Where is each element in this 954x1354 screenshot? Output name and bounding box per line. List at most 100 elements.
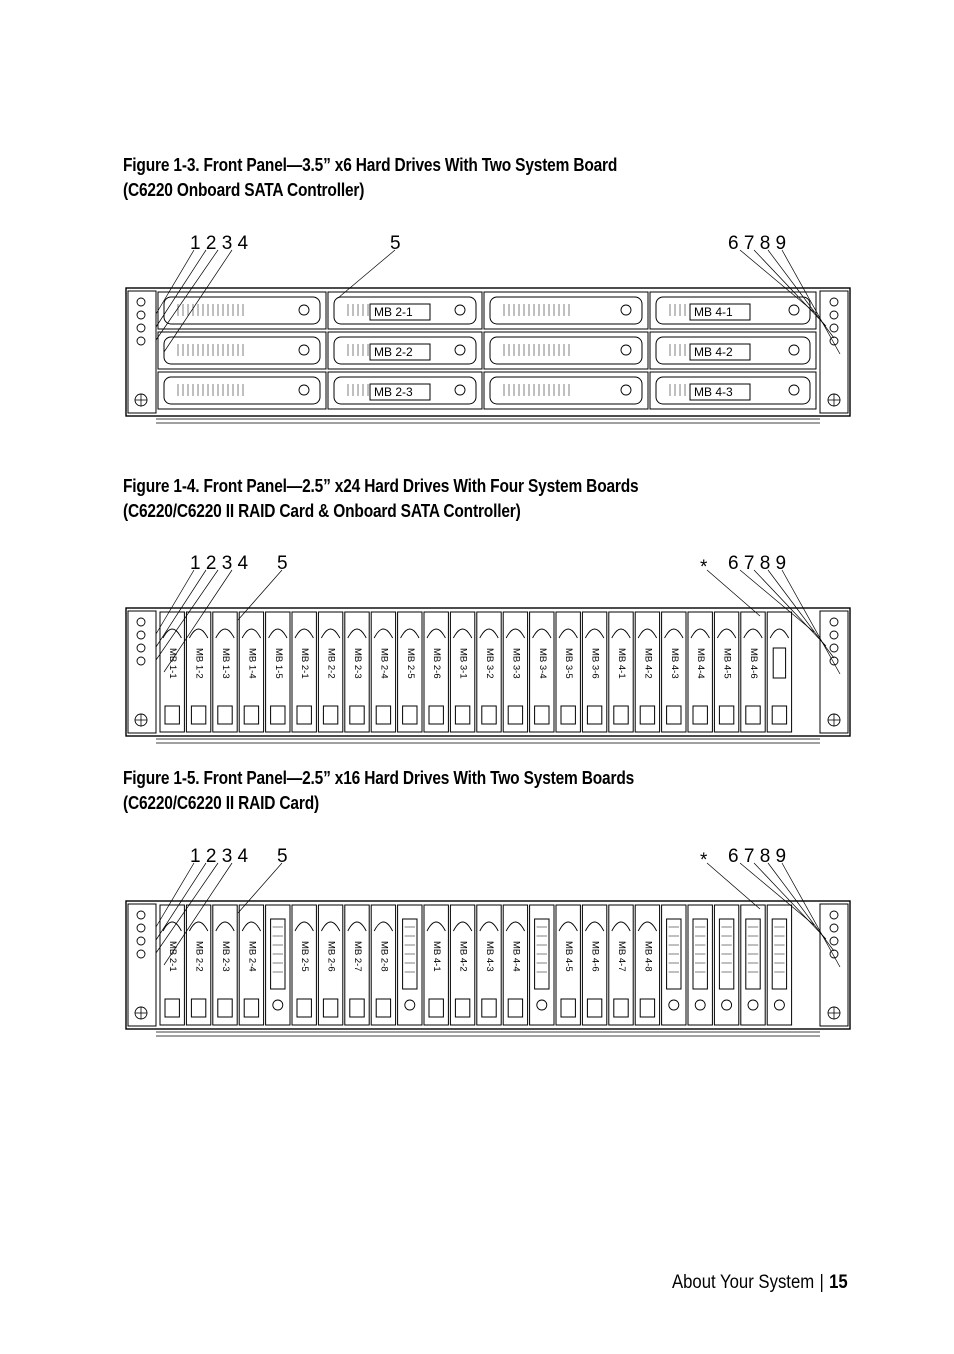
callout-leader-line: [753, 569, 827, 647]
caption-line: (C6220/C6220 II RAID Card): [123, 793, 319, 813]
front-panel-3-5in-drawing: 1 2 3 4 5 6 7 8 9 MB 2-1MB 2-2MB 2-3MB 4…: [125, 233, 851, 424]
carrier-latch: [560, 705, 576, 725]
release-latch-icon: [620, 304, 632, 316]
right-control-panel: [819, 290, 849, 414]
carrier-handle: [558, 628, 578, 639]
left-button-icon: [136, 617, 146, 627]
bay-label: MB 1-2: [194, 648, 205, 679]
callout-leader-line: [155, 249, 207, 328]
carrier-latch: [507, 705, 524, 725]
carrier-handle: [452, 921, 473, 932]
carrier-latch: [428, 705, 444, 725]
bay-label: MB 4-4: [695, 648, 706, 679]
carrier-handle: [479, 921, 499, 932]
carrier-handle: [215, 921, 235, 932]
filler-latch-icon: [747, 999, 759, 1011]
carrier-handle: [294, 921, 314, 932]
blank-filler-panel: [692, 918, 708, 990]
release-latch-icon: [454, 304, 466, 316]
callouts-left: 1 2 3 4: [190, 846, 249, 867]
drive-slot: [397, 904, 423, 1026]
left-button-icon: [136, 923, 146, 933]
carrier-latch: [692, 705, 708, 725]
drive-slot: [661, 611, 687, 733]
callout-leader-line: [155, 862, 219, 954]
caption-line: (C6220 Onboard SATA Controller): [123, 180, 365, 200]
bay-label: MB 2-7: [352, 941, 363, 972]
drive-slot: [740, 611, 766, 733]
bay-label-box: [689, 343, 751, 361]
release-latch-icon: [788, 304, 800, 316]
led-indicator-strip: [772, 647, 787, 679]
carrier-latch: [243, 998, 260, 1018]
right-button-icon: [829, 617, 839, 627]
bay-label-box: [369, 343, 431, 361]
drive-bay: [327, 331, 483, 370]
footer-section-title: About Your System: [672, 1272, 815, 1293]
bay-label: MB 3-1: [458, 648, 469, 679]
drive-slot: [529, 904, 555, 1026]
drive-bay: [157, 371, 327, 410]
bay-label: MB 4-1: [694, 305, 733, 319]
carrier-handle: [241, 628, 262, 639]
carrier-latch: [217, 998, 233, 1018]
drive-carrier: [655, 376, 811, 405]
release-latch-icon: [298, 384, 310, 396]
carrier-latch: [217, 705, 233, 725]
drive-slot: [185, 904, 212, 1026]
figure-1-4-caption: Figure 1-4. Front Panel—2.5” x24 Hard Dr…: [123, 474, 639, 524]
blank-filler-panel: [270, 918, 286, 990]
carrier-handle: [505, 921, 526, 932]
callout-leader-line: [781, 249, 841, 355]
release-latch-icon: [788, 344, 800, 356]
carrier-latch: [164, 998, 180, 1018]
carrier-handle: [373, 921, 394, 932]
carrier-handle: [664, 628, 684, 639]
drive-slot: [291, 904, 317, 1026]
bay-label: MB 2-4: [246, 941, 257, 972]
bay-label: MB 2-2: [326, 648, 337, 679]
callout-leader-line: [155, 569, 219, 661]
bay-label: MB 2-1: [299, 648, 310, 679]
carrier-latch: [718, 705, 735, 725]
drive-slot: [265, 904, 291, 1026]
drive-slot: [713, 904, 740, 1026]
release-latch-icon: [454, 384, 466, 396]
bay-label: MB 3-2: [484, 648, 495, 679]
right-button-icon: [829, 936, 839, 946]
carrier-handle: [426, 921, 446, 932]
release-latch-icon: [620, 384, 632, 396]
callouts-left: 1 2 3 4: [190, 233, 249, 254]
left-button-icon: [136, 910, 146, 920]
carrier-handle: [505, 628, 526, 639]
drive-slot: [344, 904, 370, 1026]
filler-latch-icon: [272, 999, 284, 1011]
drive-slot: [212, 611, 238, 733]
carrier-latch: [613, 705, 629, 725]
callout-leader-line: [155, 862, 207, 941]
caption-line: (C6220/C6220 II RAID Card & Onboard SATA…: [123, 501, 521, 521]
bay-label: MB 2-6: [326, 941, 337, 972]
callout-leader-line: [753, 862, 827, 940]
bay-label: MB 1-3: [220, 648, 231, 679]
bay-label: MB 4-3: [484, 941, 495, 972]
carrier-latch: [349, 998, 365, 1018]
callouts-right: 6 7 8 9: [728, 846, 786, 867]
drive-slot: [317, 904, 344, 1026]
callout-leader-line: [155, 862, 195, 928]
left-button-icon: [136, 656, 146, 666]
drive-slot: [238, 904, 265, 1026]
drive-carrier: [333, 336, 477, 365]
bay-label: MB 4-7: [616, 941, 627, 972]
carrier-handle: [268, 628, 288, 639]
bay-label: MB 4-2: [694, 345, 733, 359]
carrier-latch: [613, 998, 629, 1018]
drive-slot: [449, 611, 476, 733]
callout-leader-line: [739, 249, 815, 313]
carrier-handle: [558, 921, 578, 932]
carrier-handle: [584, 921, 605, 932]
drive-slot: [766, 904, 793, 1026]
drive-carrier: [163, 376, 321, 405]
